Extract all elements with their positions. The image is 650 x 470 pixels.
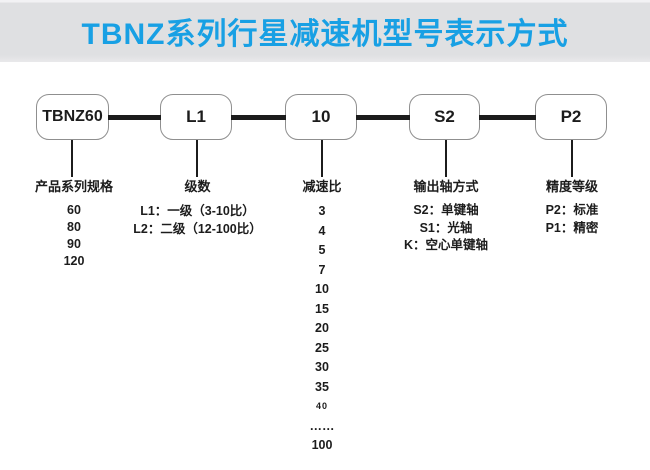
connector-line [231, 115, 286, 120]
legend-header-stage: 级数 [184, 179, 211, 194]
legend-item: K：空心单键轴 [403, 238, 489, 252]
legend-items-series: 60 80 90 120 [4, 202, 144, 270]
drop-line [445, 140, 447, 177]
legend-item: 15 [315, 301, 329, 316]
legend-item: L1：一级（3-10比） [140, 204, 255, 218]
page-title: TBNZ系列行星减速机型号表示方式 [81, 18, 569, 51]
legend-item: 40 [315, 401, 328, 411]
legend-item: 20 [315, 321, 329, 335]
model-box-series: TBNZ60 [36, 94, 109, 140]
legend-items-precision: P2：标准 P1：精密 [502, 202, 642, 237]
legend-item: P1：精密 [545, 220, 599, 235]
legend-item: 3 [318, 204, 326, 218]
legend-item: 5 [318, 243, 326, 257]
legend-items-output-shaft: S2：单键轴 S1：光轴 K：空心单键轴 [375, 202, 517, 255]
legend-column-series: 产品系列规格 60 80 90 120 [4, 179, 144, 270]
legend-header-ratio: 减速比 [302, 179, 342, 194]
legend-item: 60 [67, 203, 81, 217]
connector-line [479, 115, 536, 120]
legend-item: 7 [318, 262, 326, 277]
legend-column-ratio: 减速比 3 4 5 7 10 15 20 25 30 35 40 …… 100 [272, 179, 372, 456]
legend-column-stage: 级数 L1：一级（3-10比） L2：二级（12-100比） [115, 179, 280, 238]
drop-line [196, 140, 198, 177]
model-box-ratio: 10 [285, 94, 357, 140]
legend-item: 100 [311, 438, 333, 452]
legend-item: 120 [63, 254, 85, 268]
legend-item: 25 [315, 340, 329, 355]
drop-line [321, 140, 323, 177]
connector-line [108, 115, 161, 120]
legend-item: 90 [67, 237, 81, 251]
legend-item: 30 [315, 360, 329, 374]
model-box-precision: P2 [535, 94, 607, 140]
legend-item: 10 [315, 282, 329, 296]
legend-item: S2：单键轴 [413, 203, 479, 217]
legend-column-output-shaft: 输出轴方式 S2：单键轴 S1：光轴 K：空心单键轴 [375, 179, 517, 255]
model-box-stage: L1 [160, 94, 232, 140]
drop-line [71, 140, 73, 177]
title-bar: TBNZ系列行星减速机型号表示方式 [0, 0, 650, 62]
legend-item: L2：二级（12-100比） [133, 222, 262, 236]
legend-items-ratio: 3 4 5 7 10 15 20 25 30 35 40 …… 100 [272, 202, 372, 456]
drop-line [571, 140, 573, 177]
legend-header-output-shaft: 输出轴方式 [413, 179, 479, 194]
legend-item: 35 [315, 379, 329, 394]
legend-item: P2：标准 [545, 203, 599, 217]
legend-item: S1：光轴 [419, 220, 473, 235]
connector-line [356, 115, 410, 120]
legend-header-precision: 精度等级 [545, 179, 598, 194]
model-box-output-shaft: S2 [409, 94, 480, 140]
legend-column-precision: 精度等级 P2：标准 P1：精密 [502, 179, 642, 237]
legend-items-stage: L1：一级（3-10比） L2：二级（12-100比） [115, 202, 280, 238]
legend-item: 4 [318, 223, 326, 238]
legend-header-series: 产品系列规格 [34, 179, 113, 194]
legend-item: 80 [67, 220, 81, 234]
legend-item: …… [309, 418, 335, 433]
